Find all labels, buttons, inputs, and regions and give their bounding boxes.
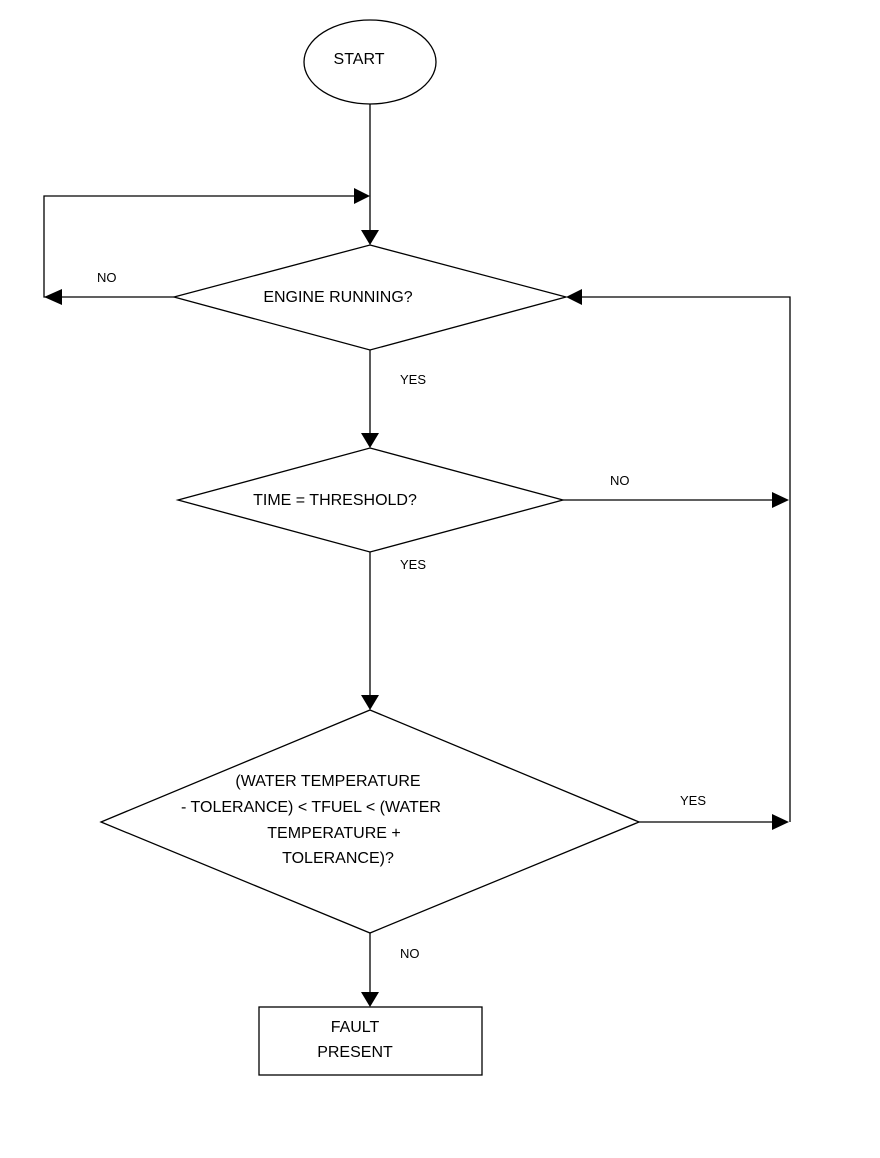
fault-present-box — [258, 1006, 483, 1076]
arrowhead-into-temp — [361, 695, 379, 710]
time-threshold-decision: TIME = THRESHOLD? — [175, 447, 566, 553]
fault-present-line-2: PRESENT — [317, 1044, 393, 1061]
arrowhead-return-into-engine — [566, 289, 582, 305]
temperature-check-decision: (WATER TEMPERATURE - TOLERANCE) < TFUEL … — [99, 709, 641, 934]
engine-no-label: NO — [97, 270, 117, 285]
temp-yes-label: YES — [680, 793, 706, 808]
arrowhead-temp-yes — [772, 814, 789, 830]
arrowhead-into-time — [361, 433, 379, 448]
time-no-label: NO — [610, 473, 630, 488]
fault-present-line-1: FAULT — [331, 1019, 380, 1036]
arrowhead-into-engine — [361, 230, 379, 245]
engine-yes-label: YES — [400, 372, 426, 387]
engine-running-decision: ENGINE RUNNING? — [171, 244, 569, 351]
time-yes-label: YES — [400, 557, 426, 572]
temperature-check-line-3: TEMPERATURE + — [267, 825, 401, 842]
time-threshold-label: TIME = THRESHOLD? — [253, 492, 417, 509]
arrowhead-into-fault — [361, 992, 379, 1007]
arrowhead-time-no — [772, 492, 789, 508]
fault-present-node: FAULT PRESENT — [258, 1006, 483, 1076]
edge-engine-no-loop — [43, 195, 356, 298]
start-node: START — [303, 19, 437, 105]
engine-running-label: ENGINE RUNNING? — [263, 289, 412, 306]
edge-right-return — [582, 296, 791, 822]
temperature-check-line-4: TOLERANCE)? — [282, 850, 394, 867]
temperature-check-diamond — [99, 709, 641, 934]
start-label: START — [334, 51, 385, 68]
arrowhead-engine-no-left — [44, 289, 62, 305]
temp-no-label: NO — [400, 946, 420, 961]
temperature-check-line-2: - TOLERANCE) < TFUEL < (WATER — [181, 799, 441, 816]
arrowhead-engine-no-return — [354, 188, 370, 204]
temperature-check-line-1: (WATER TEMPERATURE — [235, 773, 420, 790]
